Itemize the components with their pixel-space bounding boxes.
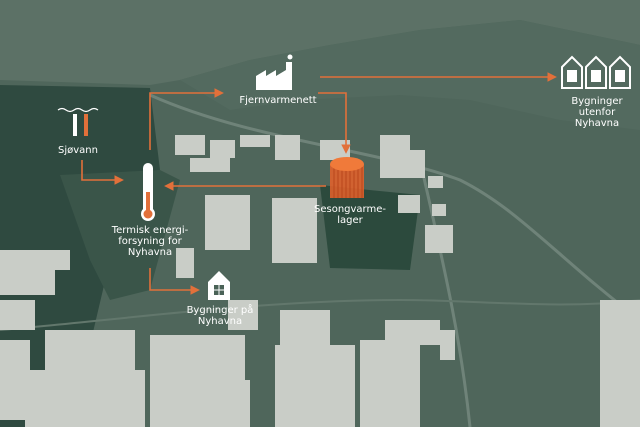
label-termisk: Termisk energi- forsyning for Nyhavna [111,225,189,258]
label-sjovann: Sjøvann [58,145,98,156]
building [190,158,230,172]
building [45,330,135,370]
hills [0,0,640,85]
label-sesongvarmelager: Sesongvarme- lager [314,204,386,226]
arrow-seawater-to-thermal [81,160,124,185]
building [0,250,70,270]
road [149,93,640,322]
label-fjernvarmenett: Fjernvarmenett [239,95,317,106]
hill-slope [180,20,640,130]
road [0,298,640,331]
road [418,159,472,427]
building [275,135,300,160]
building [425,225,453,253]
arrow-to-fjernvarme [149,88,224,150]
label-bygninger-utenfor: Bygninger utenfor Nyhavna [571,96,623,129]
harbour-water [0,85,160,427]
building [228,300,258,330]
building [0,300,35,330]
building [428,176,443,188]
building [210,140,235,158]
building [176,248,194,278]
storage-tank-icon [330,157,364,198]
building [360,340,420,427]
building [432,204,446,216]
building [175,135,205,155]
factory-icon [256,54,293,90]
building [272,198,317,263]
houses-icon [561,55,631,89]
building [275,345,355,427]
building [0,270,55,295]
water-icon [57,107,99,136]
building [405,150,425,165]
building [280,310,330,345]
arrow-to-storage [318,92,351,154]
building [398,195,420,213]
building [600,300,640,427]
building [440,330,455,360]
park-area [320,185,420,270]
building [240,135,270,147]
buildings [0,135,640,427]
label-bygninger-pa: Bygninger på Nyhavna [186,305,254,327]
building [150,335,245,380]
building [205,195,250,250]
arrow-to-buildings-nyhavna [149,268,200,295]
building [150,380,250,427]
building [25,370,145,427]
building [385,320,440,345]
flow-arrows [81,72,557,295]
thermometer-icon [141,163,155,221]
house-icon [208,271,230,300]
